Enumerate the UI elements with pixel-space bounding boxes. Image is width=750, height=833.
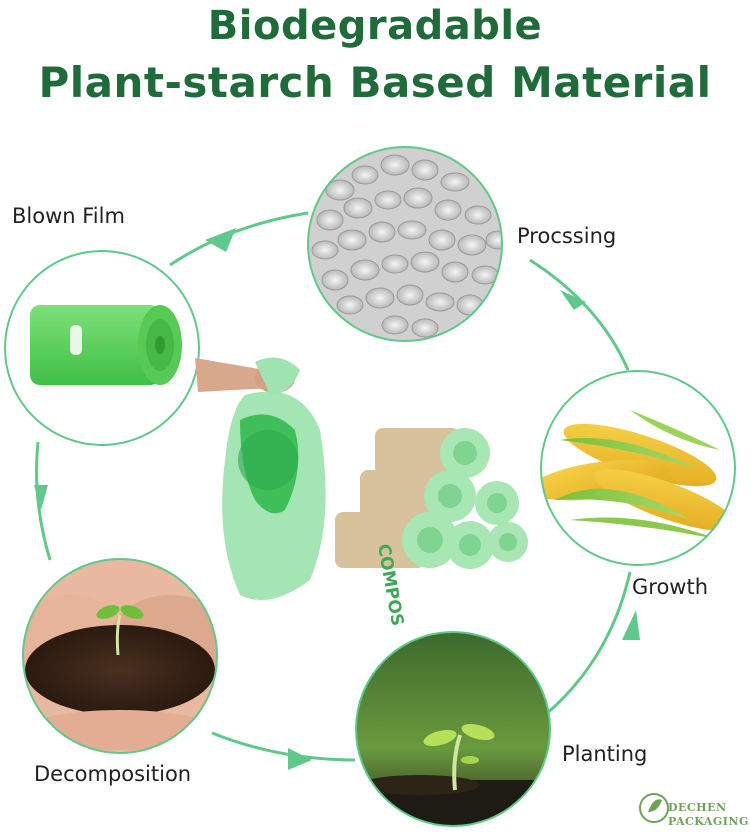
logo-text-line-2: PACKAGING bbox=[668, 815, 749, 828]
arrowhead-to-blown bbox=[205, 228, 236, 252]
label-blown-film: Blown Film bbox=[12, 204, 125, 228]
arc-blown-to-decomposition bbox=[35, 441, 52, 561]
growth-image bbox=[540, 370, 736, 566]
arrowhead-to-growth bbox=[622, 610, 640, 640]
title-line-1: Biodegradable bbox=[207, 3, 543, 49]
blown-film-image bbox=[4, 250, 200, 446]
title-line-2: Plant-starch Based Material bbox=[38, 58, 712, 107]
arc-growth-to-processing bbox=[529, 258, 630, 371]
logo-icon bbox=[639, 793, 669, 823]
arc-decomposition-to-planting bbox=[211, 731, 356, 762]
arc-processing-to-blown bbox=[169, 211, 309, 267]
label-processing: Procssing bbox=[517, 224, 617, 248]
arrowhead-to-processing bbox=[560, 290, 586, 310]
label-growth: Growth bbox=[632, 575, 709, 599]
decomposition-image bbox=[22, 558, 218, 754]
planting-image bbox=[355, 631, 551, 827]
cycle-arcs bbox=[35, 211, 632, 762]
arrowhead-to-planting bbox=[288, 748, 312, 770]
processing-image bbox=[307, 146, 503, 342]
label-decomposition: Decomposition bbox=[34, 762, 192, 786]
cycle-arrowheads bbox=[34, 228, 640, 770]
logo-text-line-1: DECHEN bbox=[668, 801, 727, 814]
arrowhead-to-decomposition bbox=[34, 485, 48, 510]
center-product-rolls: COMPOS bbox=[335, 428, 528, 628]
center-product-bag bbox=[195, 357, 326, 600]
label-planting: Planting bbox=[562, 742, 648, 766]
arc-planting-to-growth bbox=[544, 571, 632, 717]
